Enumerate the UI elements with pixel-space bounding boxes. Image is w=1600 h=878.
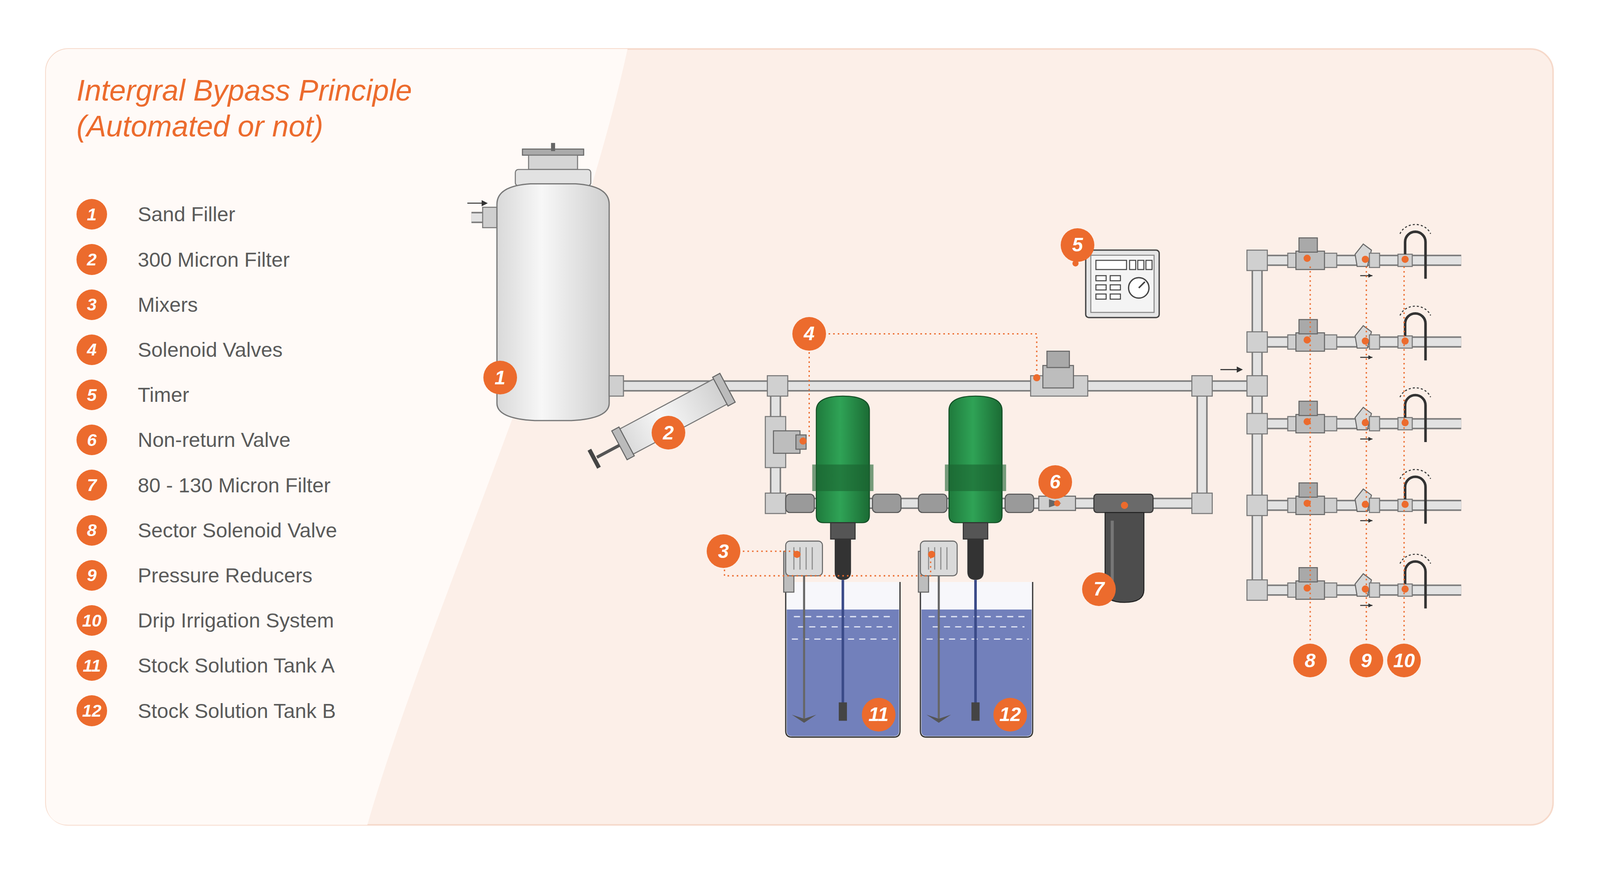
callout-number: 4 — [76, 334, 108, 365]
legend-name: Solenoid Valves — [137, 337, 283, 362]
callout-number: 7 — [1082, 572, 1116, 606]
callout-text: 12 — [999, 703, 1021, 726]
callout-number: 6 — [1038, 465, 1073, 499]
callout-text: 1 — [494, 366, 506, 389]
callout-text: 4 — [86, 339, 97, 360]
legend-name: Non-return Valve — [137, 427, 291, 452]
callout-text: 7 — [86, 475, 97, 495]
callout-text: 7 — [1093, 577, 1105, 600]
legend-name: Stock Solution Tank A — [137, 653, 335, 677]
legend-name: Sector Solenoid Valve — [137, 518, 337, 542]
callout-text: 8 — [1304, 649, 1316, 672]
callout-text: 1 — [86, 204, 97, 225]
callout-text: 11 — [83, 655, 101, 676]
callout-text: 6 — [86, 430, 97, 450]
callout-number: 10 — [1387, 643, 1421, 677]
legend-name: Stock Solution Tank B — [137, 698, 336, 723]
callout-text: 11 — [868, 703, 889, 726]
legend-name: Timer — [137, 382, 190, 407]
callout-text: 4 — [803, 322, 815, 345]
callout-number: 1 — [76, 198, 108, 230]
legend-name: 80 - 130 Micron Filter — [137, 473, 331, 497]
callout-text: 2 — [86, 249, 97, 270]
callout-number: 12 — [76, 694, 108, 726]
callout-text: 10 — [1393, 649, 1415, 672]
callout-number: 2 — [651, 415, 686, 450]
callout-number: 8 — [76, 514, 108, 546]
callout-number: 10 — [76, 604, 108, 636]
callout-number: 11 — [861, 697, 896, 732]
callout-number: 11 — [76, 649, 108, 681]
title: Intergral Bypass Principle — [76, 73, 412, 108]
callout-number: 4 — [792, 316, 827, 351]
callout-number: 1 — [483, 360, 518, 395]
callout-number: 12 — [993, 697, 1028, 732]
callout-text: 10 — [82, 610, 102, 631]
callout-text: 8 — [86, 520, 97, 540]
callout-number: 9 — [1349, 643, 1384, 677]
callout-number: 9 — [76, 559, 108, 591]
legend-name: Mixers — [137, 292, 198, 317]
callout-number: 5 — [76, 379, 108, 410]
callout-text: 6 — [1049, 470, 1061, 493]
callout-number: 8 — [1293, 643, 1327, 677]
legend-name: Sand Filler — [137, 202, 236, 226]
callout-number: 5 — [1060, 228, 1095, 262]
callout-text: 5 — [1072, 233, 1083, 256]
legend-name: Pressure Reducers — [137, 563, 313, 587]
callout-text: 3 — [86, 294, 97, 315]
callout-number: 7 — [76, 469, 108, 500]
callout-number: 6 — [76, 424, 108, 455]
callout-number: 2 — [76, 243, 108, 275]
callout-text: 12 — [82, 700, 102, 721]
callout-text: 9 — [1360, 649, 1372, 672]
callout-text: 3 — [718, 540, 729, 563]
legend-name: 300 Micron Filter — [137, 247, 290, 272]
subtitle: (Automated or not) — [76, 109, 323, 143]
callout-text: 9 — [86, 565, 97, 585]
legend-name: Drip Irrigation System — [137, 608, 334, 632]
callout-text: 2 — [662, 421, 674, 444]
callout-text: 5 — [86, 385, 97, 405]
callout-number: 3 — [76, 289, 108, 320]
callout-number: 3 — [706, 534, 741, 568]
